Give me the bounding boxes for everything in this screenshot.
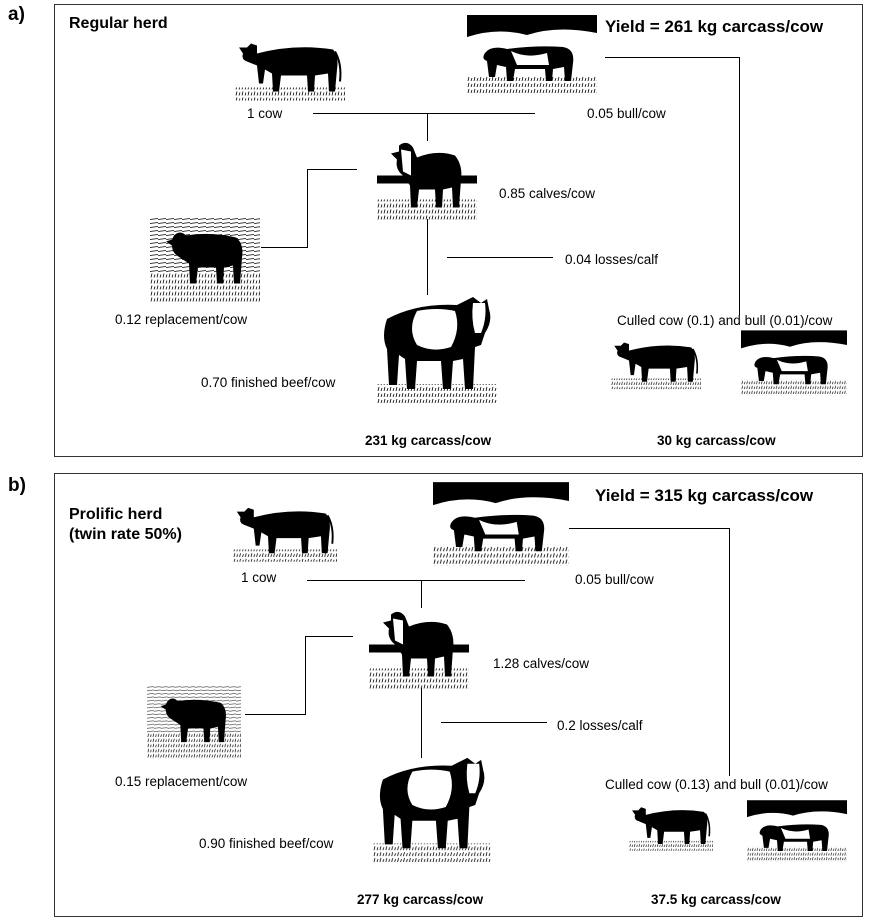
connector xyxy=(305,636,307,714)
calf-icon xyxy=(369,604,469,690)
steer-icon xyxy=(373,750,491,863)
panel-a-yield: Yield = 261 kg carcass/cow xyxy=(605,17,824,36)
panel-a-carcass-culled: 30 kg carcass/cow xyxy=(657,433,776,448)
connector xyxy=(245,714,306,716)
connector xyxy=(307,169,357,171)
connector xyxy=(261,247,308,249)
connector xyxy=(307,169,309,247)
panel-a: Regular herd Yield = 261 kg carcass/cow … xyxy=(54,4,863,457)
panel-b-calves-label: 1.28 calves/cow xyxy=(493,656,590,671)
panel-a-finished-label: 0.70 finished beef/cow xyxy=(201,375,336,390)
bull-icon xyxy=(433,482,569,566)
panel-b-title-line1: Prolific herd xyxy=(69,506,163,523)
black-cow-icon xyxy=(233,500,337,562)
panel-b-title-line2: (twin rate 50%) xyxy=(69,526,182,543)
calf-icon xyxy=(377,135,477,221)
panel-b-letter: b) xyxy=(8,475,26,496)
panel-b-carcass-culled: 37.5 kg carcass/cow xyxy=(651,892,781,907)
panel-a-culled-label: Culled cow (0.1) and bull (0.01)/cow xyxy=(617,313,833,328)
culled-bull-icon xyxy=(741,330,847,396)
connector xyxy=(447,257,553,259)
heifer-icon xyxy=(150,217,260,303)
connector xyxy=(421,580,423,608)
panel-a-carcass-finished: 231 kg carcass/cow xyxy=(365,433,492,448)
connector xyxy=(427,219,429,295)
connector xyxy=(307,580,525,582)
connector xyxy=(739,57,741,315)
culled-cow-icon xyxy=(611,335,701,390)
panel-a-bull-label: 0.05 bull/cow xyxy=(587,106,666,121)
connector xyxy=(569,528,729,530)
panel-b-replacement-label: 0.15 replacement/cow xyxy=(115,774,248,789)
bull-icon xyxy=(467,15,597,95)
culled-bull-icon xyxy=(747,800,847,862)
black-cow-icon xyxy=(235,35,345,101)
connector xyxy=(313,113,535,115)
panel-b-losses-label: 0.2 losses/calf xyxy=(557,718,643,733)
connector xyxy=(729,528,731,776)
panel-a-calves-label: 0.85 calves/cow xyxy=(499,186,596,201)
panel-a-losses-label: 0.04 losses/calf xyxy=(565,252,659,267)
panel-b-bull-label: 0.05 bull/cow xyxy=(575,572,654,587)
panel-b: Prolific herd (twin rate 50%) Yield = 31… xyxy=(54,473,863,917)
panel-a-title: Regular herd xyxy=(69,15,168,32)
panel-b-culled-label: Culled cow (0.13) and bull (0.01)/cow xyxy=(605,777,828,792)
connector xyxy=(441,722,547,724)
panel-a-cow-label: 1 cow xyxy=(247,106,283,121)
connector xyxy=(421,688,423,758)
panel-a-replacement-label: 0.12 replacement/cow xyxy=(115,312,248,327)
heifer-icon xyxy=(147,684,241,760)
steer-icon xyxy=(377,289,497,404)
panel-b-carcass-finished: 277 kg carcass/cow xyxy=(357,892,484,907)
connector xyxy=(305,636,353,638)
panel-a-letter: a) xyxy=(8,4,25,25)
connector xyxy=(427,113,429,141)
connector xyxy=(605,57,739,59)
panel-b-cow-label: 1 cow xyxy=(241,570,277,585)
culled-cow-icon xyxy=(629,800,713,852)
panel-b-yield: Yield = 315 kg carcass/cow xyxy=(595,486,814,505)
panel-b-finished-label: 0.90 finished beef/cow xyxy=(199,836,334,851)
